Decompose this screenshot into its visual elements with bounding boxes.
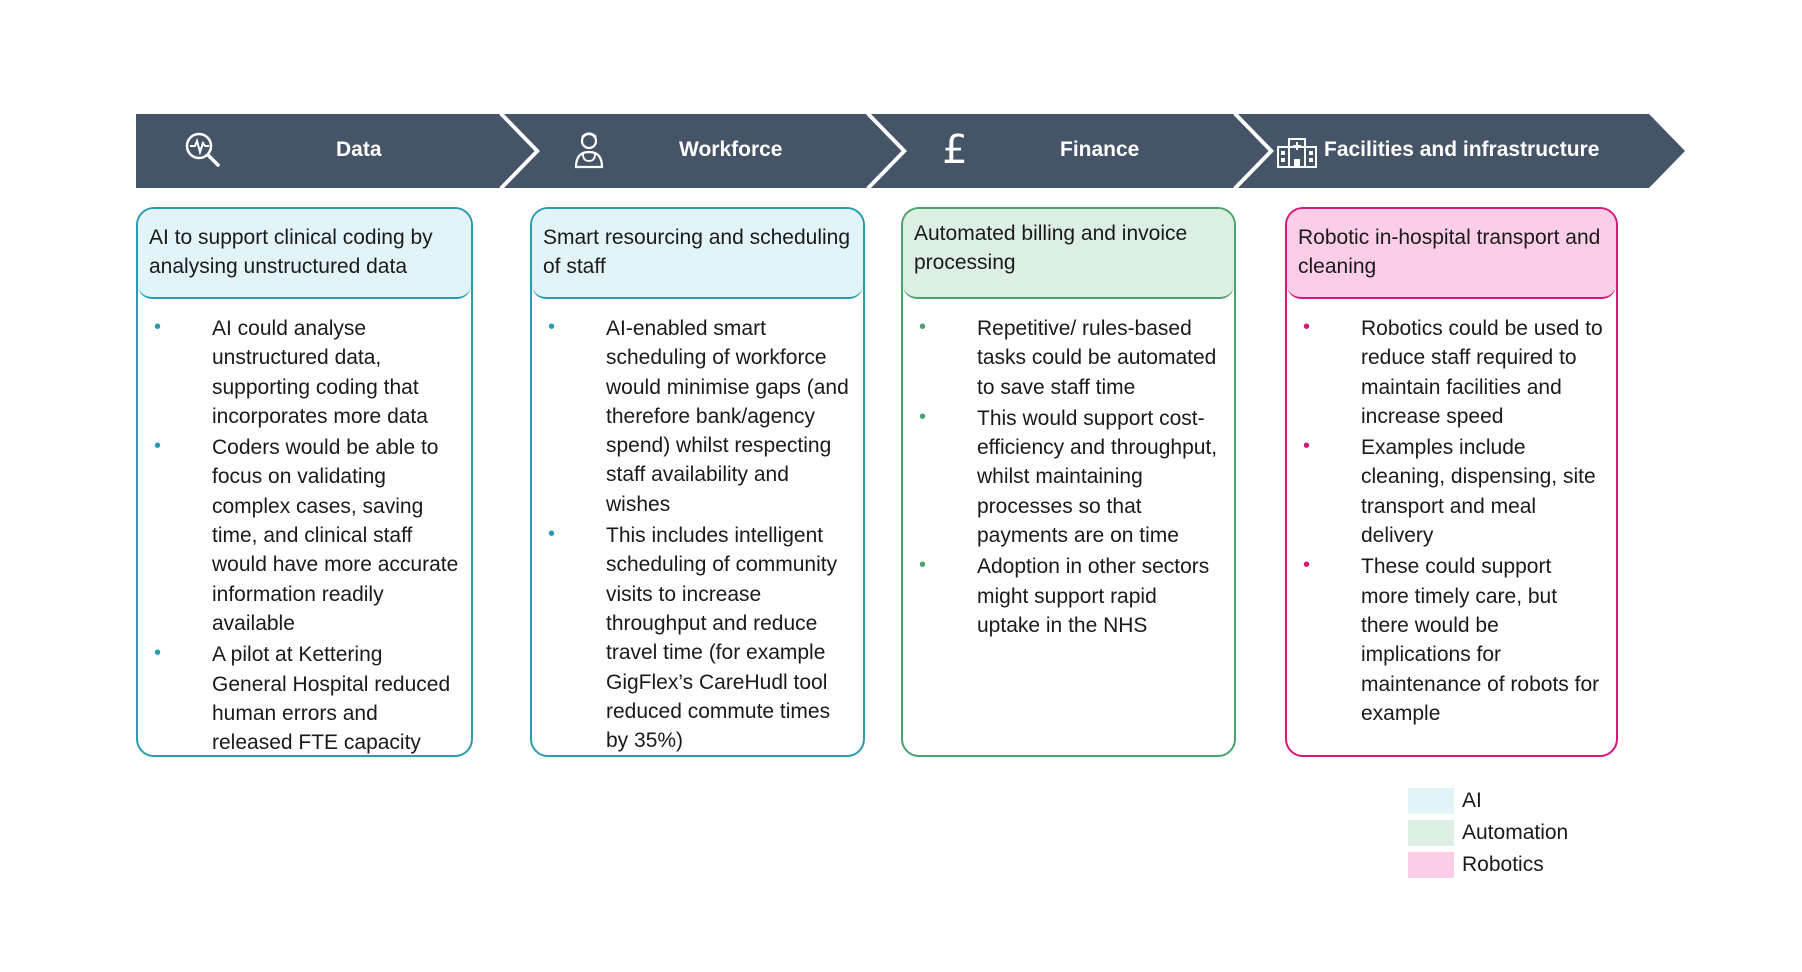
hospital-building-icon xyxy=(1274,127,1320,173)
legend: AI Automation Robotics xyxy=(1408,785,1568,881)
process-banner: Data Workforce £ Finance Facilities and … xyxy=(136,113,1686,191)
list-item: •Coders would be able to focus on valida… xyxy=(154,435,459,635)
chevron-divider xyxy=(866,113,905,189)
card-clinical-coding: AI to support clinical coding by analysi… xyxy=(136,207,473,757)
legend-swatch-robotics xyxy=(1408,852,1454,878)
chevron-divider xyxy=(1233,113,1272,189)
chevron-label-facilities: Facilities and infrastructure xyxy=(1324,138,1600,161)
list-item: •Robotics could be used to reduce staff … xyxy=(1303,316,1603,428)
card-title: Smart resourcing and scheduling of staff xyxy=(532,209,863,299)
list-item: •These could support more timely care, b… xyxy=(1303,554,1600,725)
list-item: •A pilot at Kettering General Hospital r… xyxy=(154,642,451,755)
list-item: •This includes intelligent scheduling of… xyxy=(548,523,838,753)
pound-icon: £ xyxy=(942,127,968,173)
card-bullets: •Repetitive/ rules-based tasks could be … xyxy=(903,299,1234,640)
chevron-label-finance: Finance xyxy=(1060,138,1140,161)
card-bullets: •Robotics could be used to reduce staff … xyxy=(1287,299,1616,728)
list-item: •Examples include cleaning, dispensing, … xyxy=(1303,435,1596,548)
chevron-divider xyxy=(499,113,538,189)
legend-swatch-ai xyxy=(1408,788,1454,814)
chevron-label-workforce: Workforce xyxy=(679,138,783,161)
card-smart-resourcing: Smart resourcing and scheduling of staff… xyxy=(530,207,865,757)
card-automated-billing: Automated billing and invoice processing… xyxy=(901,207,1236,757)
chevron-data xyxy=(136,114,536,188)
chevron-finance xyxy=(871,114,1270,188)
list-item: •Adoption in other sectors might support… xyxy=(919,554,1210,637)
legend-item-automation: Automation xyxy=(1408,817,1568,849)
clinician-icon xyxy=(566,127,612,173)
list-item: •This would support cost-efficiency and … xyxy=(919,405,1218,548)
card-title: Robotic in-hospital transport and cleani… xyxy=(1287,209,1616,299)
card-robotic-transport: Robotic in-hospital transport and cleani… xyxy=(1285,207,1618,757)
card-title: AI to support clinical coding by analysi… xyxy=(138,209,471,299)
legend-item-ai: AI xyxy=(1408,785,1568,817)
legend-item-robotics: Robotics xyxy=(1408,849,1568,881)
list-item: •AI could analyse unstructured data, sup… xyxy=(154,316,428,428)
list-item: •Repetitive/ rules-based tasks could be … xyxy=(919,316,1217,399)
magnifier-pulse-icon xyxy=(180,127,226,173)
chevron-facilities xyxy=(1238,114,1685,188)
card-bullets: •AI-enabled smart scheduling of workforc… xyxy=(532,299,863,755)
legend-swatch-automation xyxy=(1408,820,1454,846)
card-bullets: •AI could analyse unstructured data, sup… xyxy=(138,299,471,755)
banner-chevrons xyxy=(136,113,1685,189)
chevron-label-data: Data xyxy=(336,138,382,161)
list-item: •AI-enabled smart scheduling of workforc… xyxy=(548,316,849,516)
chevron-workforce xyxy=(504,114,903,188)
card-title: Automated billing and invoice processing xyxy=(903,209,1234,299)
